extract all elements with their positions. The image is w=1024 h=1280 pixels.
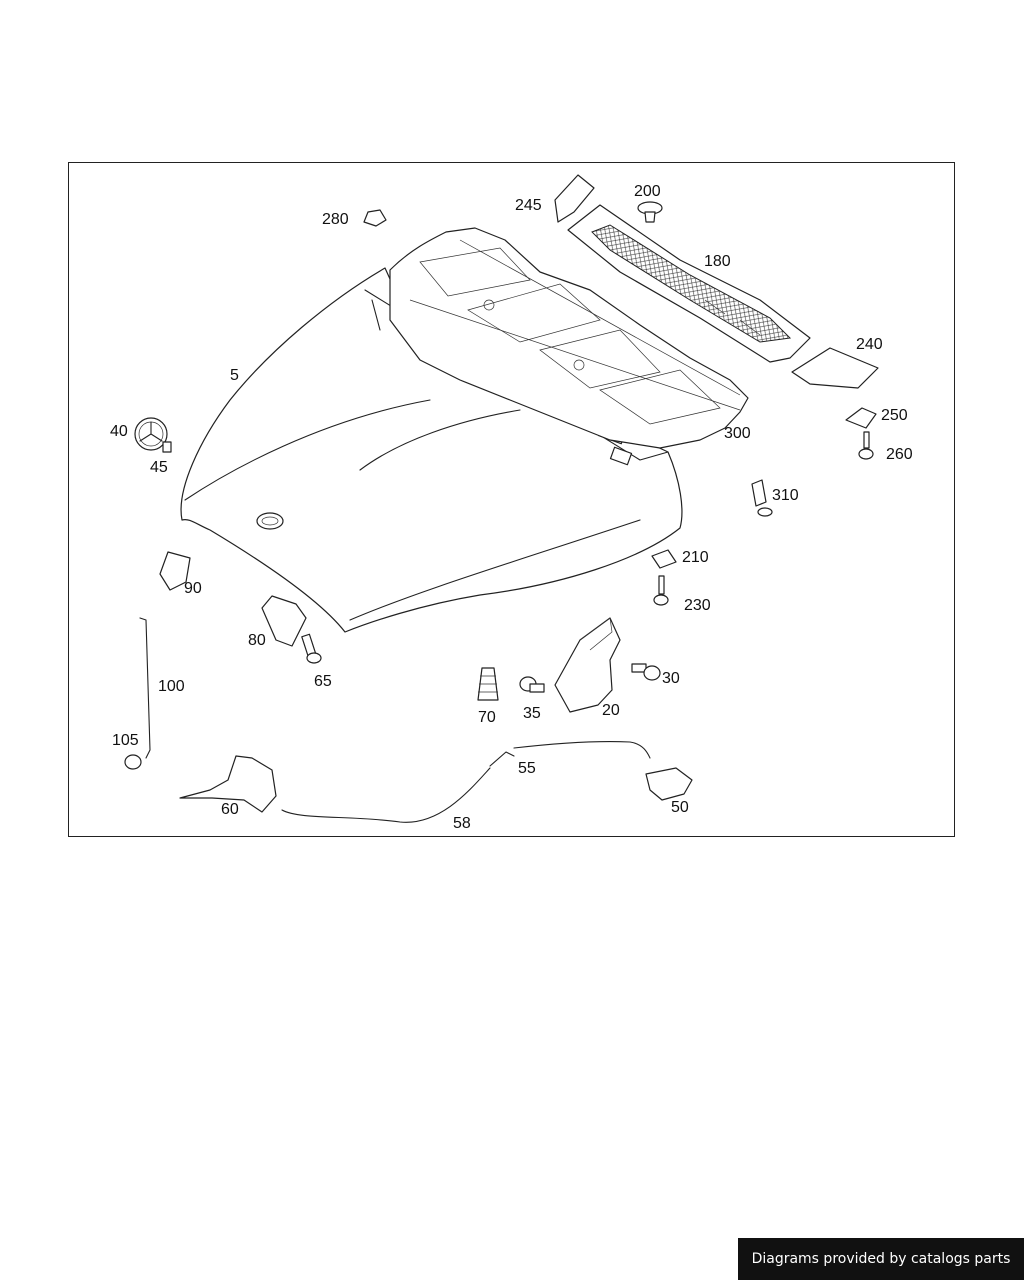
diagram-frame xyxy=(68,162,955,837)
callout-5[interactable]: 5 xyxy=(230,367,239,384)
callout-100[interactable]: 100 xyxy=(158,678,185,695)
callout-35[interactable]: 35 xyxy=(523,705,541,722)
part-200-clip[interactable] xyxy=(637,201,663,223)
callout-60[interactable]: 60 xyxy=(221,801,239,818)
callout-260[interactable]: 260 xyxy=(886,446,913,463)
part-280-bumper[interactable] xyxy=(363,209,387,227)
part-60-latch[interactable] xyxy=(179,755,277,813)
part-210-nut[interactable] xyxy=(651,549,677,569)
callout-65[interactable]: 65 xyxy=(314,673,332,690)
part-70-bump-stop[interactable] xyxy=(477,667,499,701)
callout-300[interactable]: 300 xyxy=(724,425,751,442)
part-240-cover[interactable] xyxy=(791,347,879,389)
callout-20[interactable]: 20 xyxy=(602,702,620,719)
part-100-prop-rod[interactable] xyxy=(139,617,151,759)
part-50-handle[interactable] xyxy=(645,767,693,801)
part-80-bracket[interactable] xyxy=(261,595,307,647)
callout-58[interactable]: 58 xyxy=(453,815,471,832)
callout-210[interactable]: 210 xyxy=(682,549,709,566)
callout-230[interactable]: 230 xyxy=(684,597,711,614)
part-58-cable[interactable] xyxy=(281,767,491,823)
callout-90[interactable]: 90 xyxy=(184,580,202,597)
callout-105[interactable]: 105 xyxy=(112,732,139,749)
callout-240[interactable]: 240 xyxy=(856,336,883,353)
callout-250[interactable]: 250 xyxy=(881,407,908,424)
callout-80[interactable]: 80 xyxy=(248,632,266,649)
part-260-screw[interactable] xyxy=(858,431,874,460)
part-310-clip[interactable] xyxy=(751,479,773,517)
callout-280[interactable]: 280 xyxy=(322,211,349,228)
callout-70[interactable]: 70 xyxy=(478,709,496,726)
callout-50[interactable]: 50 xyxy=(671,799,689,816)
part-45-grommet[interactable] xyxy=(162,441,172,453)
credit-banner: Diagrams provided by catalogs parts xyxy=(738,1238,1024,1280)
callout-45[interactable]: 45 xyxy=(150,459,168,476)
part-300-insulation-mat[interactable] xyxy=(389,227,749,449)
part-65-bolt[interactable] xyxy=(301,633,322,664)
callout-55[interactable]: 55 xyxy=(518,760,536,777)
credit-text: Diagrams provided by catalogs parts xyxy=(751,1251,1011,1267)
part-230-screw[interactable] xyxy=(653,575,669,606)
callout-180[interactable]: 180 xyxy=(704,253,731,270)
callout-40[interactable]: 40 xyxy=(110,423,128,440)
callout-30[interactable]: 30 xyxy=(662,670,680,687)
part-105-grommet[interactable] xyxy=(124,754,142,770)
part-20-hinge[interactable] xyxy=(554,617,621,713)
callout-310[interactable]: 310 xyxy=(772,487,799,504)
part-245-cover[interactable] xyxy=(554,174,595,223)
part-90-bracket[interactable] xyxy=(159,551,191,591)
part-35-bolt[interactable] xyxy=(519,676,545,693)
part-40-emblem[interactable] xyxy=(134,417,168,451)
part-180-grille[interactable] xyxy=(567,204,811,363)
callout-245[interactable]: 245 xyxy=(515,197,542,214)
part-30-bolt[interactable] xyxy=(631,663,661,681)
part-55-cable[interactable] xyxy=(489,740,651,767)
callout-200[interactable]: 200 xyxy=(634,183,661,200)
part-250-nut[interactable] xyxy=(845,407,877,429)
